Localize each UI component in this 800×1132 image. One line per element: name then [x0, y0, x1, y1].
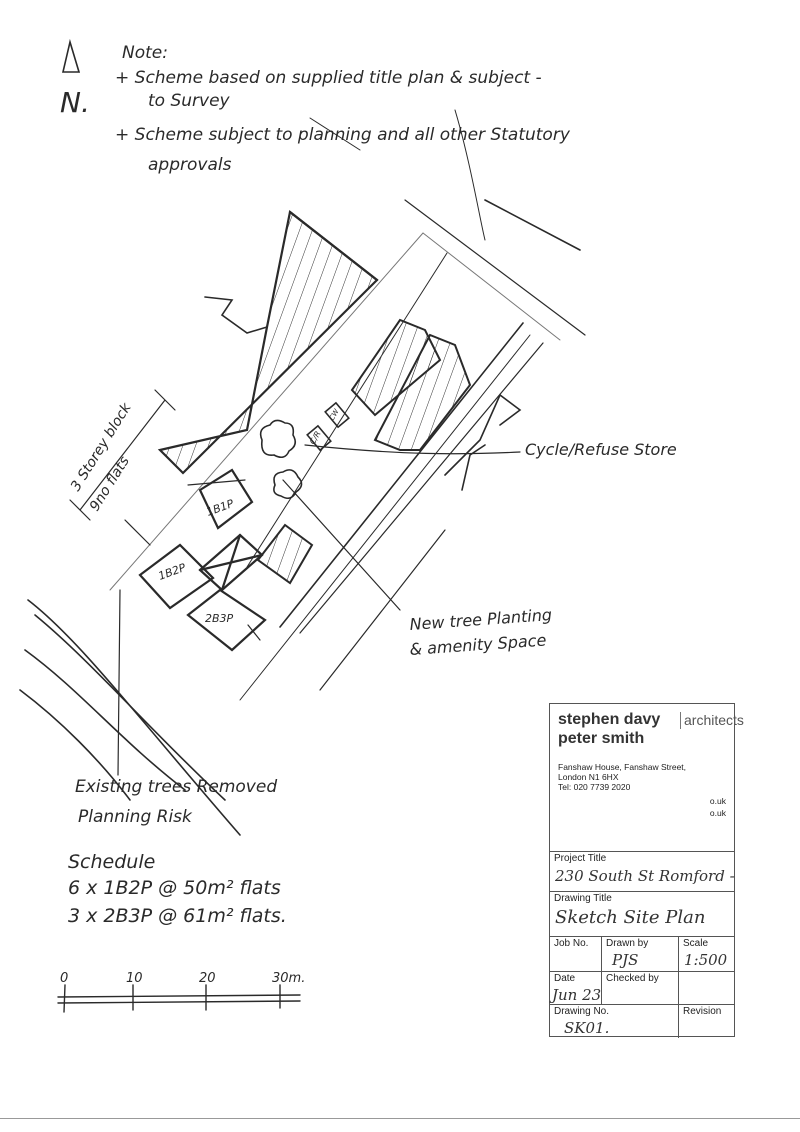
firm-name: stephen davy peter smith [558, 710, 660, 748]
block-label: 3 Storey block [68, 400, 135, 495]
north-label: N. [60, 86, 90, 119]
site-boundary [109, 232, 424, 591]
schedule-line: 6 x 1B2P @ 50m² flats [68, 877, 281, 899]
scale-tick: 30m. [272, 971, 305, 986]
tree-callout: New tree Planting [409, 605, 553, 634]
existing-trees-callout: Planning Risk [78, 807, 193, 827]
note-line: approvals [148, 155, 232, 175]
drawing-no: SK01. [564, 1019, 610, 1037]
schedule-heading: Schedule [68, 851, 155, 873]
scale-tick: 10 [126, 971, 143, 986]
scale-bar [57, 984, 301, 1013]
drawn-by-cell: Drawn by PJS [601, 937, 679, 972]
project-title-row: Project Title 230 South St Romford - [550, 851, 735, 892]
title-block: stephen davy peter smith architects Fans… [549, 703, 744, 1038]
empty-cell [678, 972, 734, 1005]
road-edge [24, 649, 186, 791]
scale-tick: 20 [199, 971, 216, 986]
scale-cell: Scale 1:500 [678, 937, 734, 972]
drawing-no-row: Drawing No. SK01. Revision [550, 1004, 734, 1038]
checked-by-cell: Checked by [601, 972, 679, 1005]
job-row: Job No. Drawn by PJS Scale 1:500 [550, 936, 734, 972]
site-boundary [246, 252, 448, 568]
project-title-label: Project Title [554, 853, 607, 864]
cycle-store-callout: Cycle/Refuse Store [525, 440, 677, 459]
road-edge [484, 199, 581, 251]
unit-label: 1B2P [157, 561, 188, 583]
note-line: to Survey [148, 91, 231, 111]
page-edge [0, 1118, 800, 1119]
firm-name-line: stephen davy [558, 711, 661, 728]
unit-label: 1B1P [205, 497, 236, 519]
drawing-title-row: Drawing Title Sketch Site Plan [550, 891, 734, 937]
checked-by-label: Checked by [606, 973, 659, 984]
existing-building [373, 333, 472, 451]
notes-heading: Note: [122, 43, 168, 63]
tree-icon [259, 419, 297, 459]
date-label: Date [554, 973, 576, 984]
scale-tick: 0 [60, 971, 68, 986]
date-row: Date Jun 23 Checked by [550, 971, 734, 1005]
outbuilding [256, 523, 314, 585]
tree-callout: & amenity Space [409, 630, 547, 659]
existing-3-storey-block [157, 210, 379, 475]
project-title: 230 South St Romford - [555, 867, 735, 885]
drawing-title-label: Drawing Title [554, 893, 612, 904]
note-line: + Scheme based on supplied title plan & … [115, 68, 542, 88]
proposed-block [138, 468, 267, 652]
web-text: o.uk [709, 808, 726, 818]
note-line: + Scheme subject to planning and all oth… [115, 125, 571, 145]
unit-label: 2B3P [205, 612, 234, 625]
cycle-refuse-store [324, 401, 350, 429]
schedule-line: 3 x 2B3P @ 61m² flats. [68, 905, 287, 927]
address-line: London N1 6HX [558, 772, 619, 782]
job-no-label: Job No. [554, 938, 589, 949]
drawn-by: PJS [612, 951, 639, 969]
firm-suffix: architects [680, 712, 744, 729]
web-text: o.uk [709, 796, 726, 806]
boundary-line [279, 322, 524, 628]
road-edge [27, 599, 241, 836]
date-value: Jun 23 [552, 986, 602, 1004]
drawing-title: Sketch Site Plan [555, 907, 706, 928]
north-arrow-icon [61, 38, 81, 73]
boundary-line [299, 342, 544, 634]
road-edge [404, 199, 586, 336]
revision-cell: Revision [678, 1005, 734, 1038]
drawn-by-label: Drawn by [606, 938, 649, 949]
firm-address: Fanshaw House, Fanshaw Street, London N1… [558, 762, 686, 792]
scale-value: 1:500 [684, 951, 728, 969]
telephone: Tel: 020 7739 2020 [558, 782, 631, 792]
drawing-no-label: Drawing No. [554, 1006, 610, 1017]
existing-trees-callout: Existing trees Removed [75, 777, 277, 797]
tree-icon [273, 469, 303, 500]
firm-name-line: peter smith [558, 730, 645, 747]
road-edge [34, 614, 226, 801]
store-label: CW [328, 407, 341, 422]
revision-label: Revision [683, 1006, 722, 1017]
scale-label: Scale [683, 938, 709, 949]
cycle-refuse-store [306, 424, 332, 452]
address-line: Fanshaw House, Fanshaw Street, [558, 762, 687, 772]
